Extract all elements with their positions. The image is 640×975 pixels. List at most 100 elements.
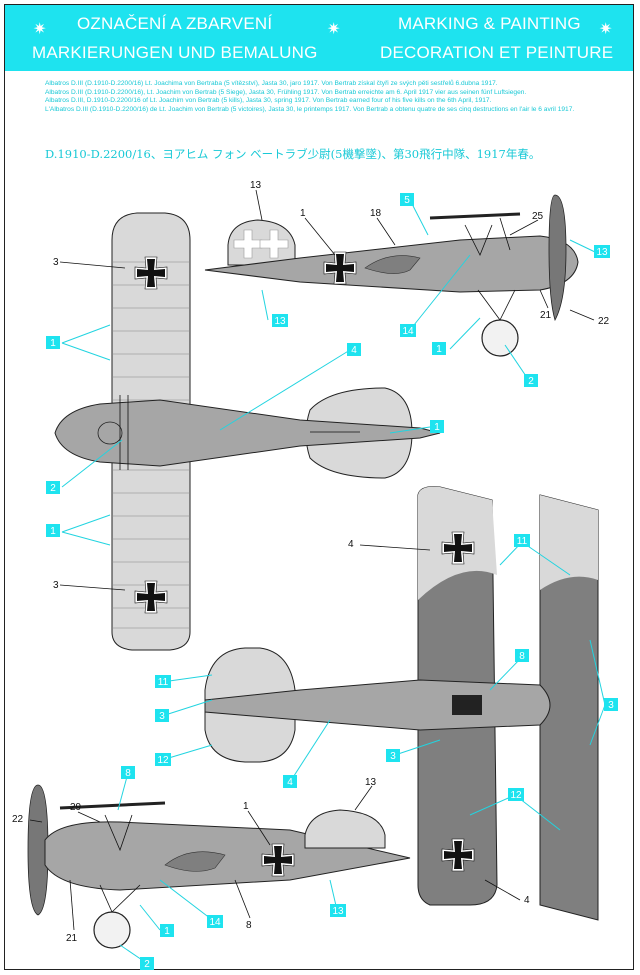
callout-13: 13 — [272, 314, 288, 327]
description-jp: D.1910-D.2200/16、ヨアヒム フォン ベートラブ少尉(5機撃墜)、… — [45, 147, 541, 161]
svg-text:13: 13 — [274, 316, 286, 327]
title-cz: OZNAČENÍ A ZBARVENÍ — [77, 14, 273, 33]
svg-text:4: 4 — [287, 777, 293, 788]
svg-text:11: 11 — [158, 677, 169, 688]
title-en: MARKING & PAINTING — [398, 14, 581, 33]
callout-13: 13 — [594, 245, 610, 258]
callout-1: 1 — [46, 524, 60, 537]
svg-text:2: 2 — [528, 376, 534, 387]
label-22: 22 — [598, 316, 610, 327]
callout-8: 8 — [515, 649, 529, 662]
svg-text:1: 1 — [436, 344, 442, 355]
callout-13: 13 — [330, 904, 346, 917]
description-block: Albatros D.III (D.1910-D.2200/16) Lt. Jo… — [45, 80, 605, 114]
callout-11: 11 — [514, 534, 530, 547]
fuselage-underside — [204, 679, 551, 731]
callout-2: 2 — [46, 481, 60, 494]
svg-text:8: 8 — [125, 768, 131, 779]
svg-text:12: 12 — [157, 755, 169, 766]
label-4: 4 — [348, 539, 354, 550]
black-leader-lines — [29, 189, 595, 931]
callout-1: 1 — [432, 342, 446, 355]
svg-text:5: 5 — [404, 195, 410, 206]
underside-view-aircraft — [204, 486, 599, 921]
star-icon: ✷ — [327, 21, 341, 38]
callout-4: 4 — [347, 343, 361, 356]
svg-text:12: 12 — [510, 790, 522, 801]
title-de: MARKIERUNGEN UND BEMALUNG — [32, 43, 318, 62]
label-8: 8 — [246, 920, 252, 931]
label-13: 13 — [250, 180, 262, 191]
svg-text:13: 13 — [596, 247, 608, 258]
svg-text:1: 1 — [164, 926, 170, 937]
radiator — [452, 695, 482, 715]
upper-wing-edge — [429, 212, 521, 220]
label-18: 18 — [370, 208, 382, 219]
svg-text:11: 11 — [517, 536, 528, 547]
svg-text:1: 1 — [434, 422, 440, 433]
lower-wing-right — [539, 494, 599, 921]
callout-8: 8 — [121, 766, 135, 779]
side-view-aircraft-right — [204, 194, 579, 357]
label-22: 22 — [12, 814, 24, 825]
propeller — [548, 194, 567, 322]
propeller — [27, 784, 49, 916]
label-21: 21 — [540, 310, 552, 321]
fin-rudder — [304, 809, 386, 849]
header-banner: ✷ OZNAČENÍ A ZBARVENÍ ✷ MARKING & PAINTI… — [5, 5, 633, 71]
label-3: 3 — [53, 257, 59, 268]
label-1: 1 — [243, 801, 249, 812]
callout-12: 12 — [508, 788, 524, 801]
description-en: Albatros D.III, D.1910-D.2200/16 of Lt. … — [45, 97, 492, 105]
svg-text:8: 8 — [519, 651, 525, 662]
wheel — [481, 319, 519, 357]
svg-text:1: 1 — [50, 526, 56, 537]
upper-wing-edge — [59, 801, 166, 810]
callout-3: 3 — [386, 749, 400, 762]
callout-1: 1 — [160, 924, 174, 937]
page-frame — [4, 4, 634, 970]
side-view-aircraft-left — [27, 784, 411, 949]
callout-2: 2 — [524, 374, 538, 387]
svg-text:13: 13 — [332, 906, 344, 917]
callout-12: 12 — [155, 753, 171, 766]
svg-text:3: 3 — [390, 751, 396, 762]
label-3: 3 — [53, 580, 59, 591]
wheel — [93, 911, 131, 949]
svg-text:3: 3 — [159, 711, 165, 722]
top-view-aircraft — [54, 212, 441, 651]
callout-3: 3 — [604, 698, 618, 711]
callout-2: 2 — [140, 957, 154, 970]
comet-emblem — [164, 851, 226, 872]
callout-5: 5 — [400, 193, 414, 206]
svg-text:1: 1 — [50, 338, 56, 349]
label-4: 4 — [524, 895, 530, 906]
callout-1: 1 — [430, 420, 444, 433]
star-icon: ✷ — [599, 21, 613, 38]
label-29: 29 — [70, 802, 82, 813]
svg-text:14: 14 — [402, 326, 414, 337]
label-1: 1 — [300, 208, 306, 219]
callout-1: 1 — [46, 336, 60, 349]
svg-text:4: 4 — [351, 345, 357, 356]
comet-emblem — [364, 255, 421, 274]
label-21: 21 — [66, 933, 78, 944]
cockpit-outline — [97, 421, 123, 445]
label-25: 25 — [532, 211, 544, 222]
svg-text:2: 2 — [50, 483, 56, 494]
callout-14: 14 — [207, 915, 223, 928]
star-icon: ✷ — [33, 21, 47, 38]
callout-11: 11 — [155, 675, 171, 688]
description-fr: L'Albatros D.III (D.1910-D.2200/16) de L… — [45, 105, 575, 113]
svg-text:3: 3 — [608, 700, 614, 711]
callout-14: 14 — [400, 324, 416, 337]
description-cz: Albatros D.III (D.1910-D.2200/16) Lt. Jo… — [45, 80, 498, 87]
callout-4: 4 — [283, 775, 297, 788]
callout-3: 3 — [155, 709, 169, 722]
label-13: 13 — [365, 777, 377, 788]
svg-text:14: 14 — [209, 917, 221, 928]
title-fr: DECORATION ET PEINTURE — [380, 43, 614, 62]
svg-text:2: 2 — [144, 959, 150, 970]
description-de: Albatros D.III (D.1910-D.2200/16), Lt. J… — [45, 88, 527, 96]
